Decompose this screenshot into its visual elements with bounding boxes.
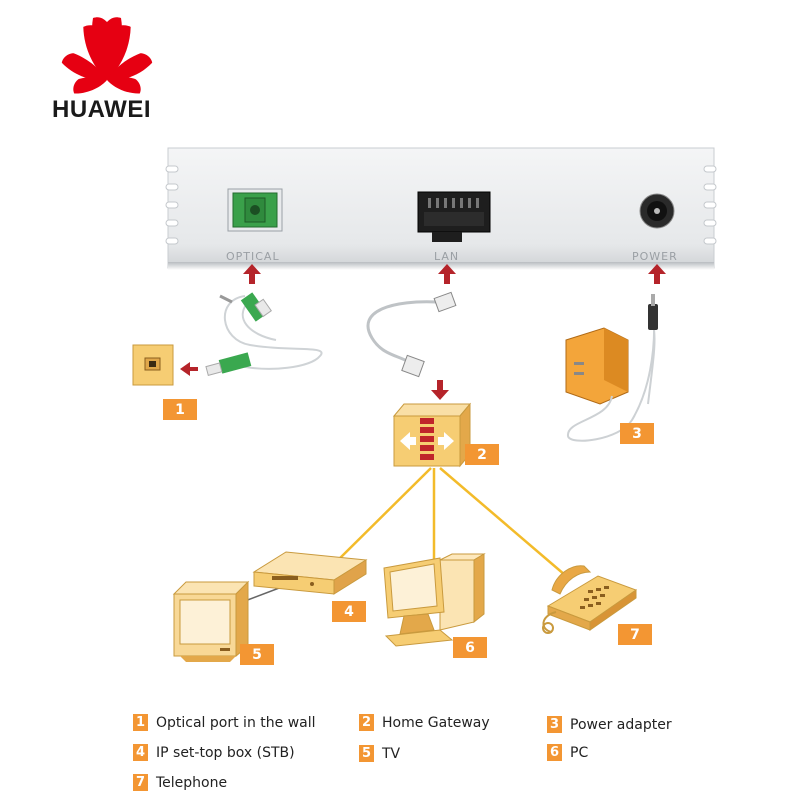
badge-5: 5 xyxy=(240,644,274,665)
legend-number: 7 xyxy=(133,774,148,791)
telephone-icon xyxy=(542,565,638,634)
fiber-connector-icon xyxy=(205,292,272,376)
set-top-box-icon xyxy=(252,551,368,595)
optical-port-icon xyxy=(227,188,283,232)
home-gateway-icon xyxy=(392,402,472,468)
gateway-links xyxy=(331,467,566,576)
legend-number: 6 xyxy=(547,744,562,761)
legend-number: 4 xyxy=(133,744,148,761)
legend-item-power-adapter: 3 Power adapter xyxy=(547,716,672,733)
legend-item-set-top-box: 4 IP set-top box (STB) xyxy=(133,744,295,761)
lan-port-icon xyxy=(417,191,491,242)
legend-item-optical-port: 1 Optical port in the wall xyxy=(133,714,316,731)
legend-number: 3 xyxy=(547,716,562,733)
legend-label: Home Gateway xyxy=(382,714,490,731)
optical-port-label: OPTICAL xyxy=(226,250,280,263)
power-port-icon xyxy=(639,193,675,229)
legend-item-home-gateway: 2 Home Gateway xyxy=(359,714,490,731)
left-vents xyxy=(165,165,179,245)
brand-name: HUAWEI xyxy=(52,96,151,123)
badge-4: 4 xyxy=(332,601,366,622)
port-arrows xyxy=(180,264,666,400)
legend-label: Power adapter xyxy=(570,716,672,733)
legend-item-pc: 6 PC xyxy=(547,744,588,761)
badge-7: 7 xyxy=(618,624,652,645)
badge-6: 6 xyxy=(453,637,487,658)
power-port-label: POWER xyxy=(632,250,678,263)
ethernet-cable xyxy=(366,291,457,378)
wall-optical-jack-icon xyxy=(132,344,174,386)
legend-label: Telephone xyxy=(156,774,228,791)
legend-number: 5 xyxy=(359,745,374,762)
huawei-logo-icon xyxy=(61,17,153,94)
legend-number: 2 xyxy=(359,714,374,731)
badge-2: 2 xyxy=(465,444,499,465)
badge-1: 1 xyxy=(163,399,197,420)
legend-label: IP set-top box (STB) xyxy=(156,744,295,761)
legend-label: PC xyxy=(570,744,589,761)
lan-port-label: LAN xyxy=(434,250,460,263)
legend-number: 1 xyxy=(133,714,148,731)
legend-item-telephone: 7 Telephone xyxy=(133,774,227,791)
tv-icon xyxy=(172,580,250,662)
badge-3: 3 xyxy=(620,423,654,444)
power-adapter-icon xyxy=(565,294,658,442)
legend-label: Optical port in the wall xyxy=(156,714,316,731)
legend-label: TV xyxy=(382,745,401,762)
legend-item-tv: 5 TV xyxy=(359,745,400,762)
right-vents xyxy=(703,165,717,245)
pc-icon xyxy=(383,553,486,647)
